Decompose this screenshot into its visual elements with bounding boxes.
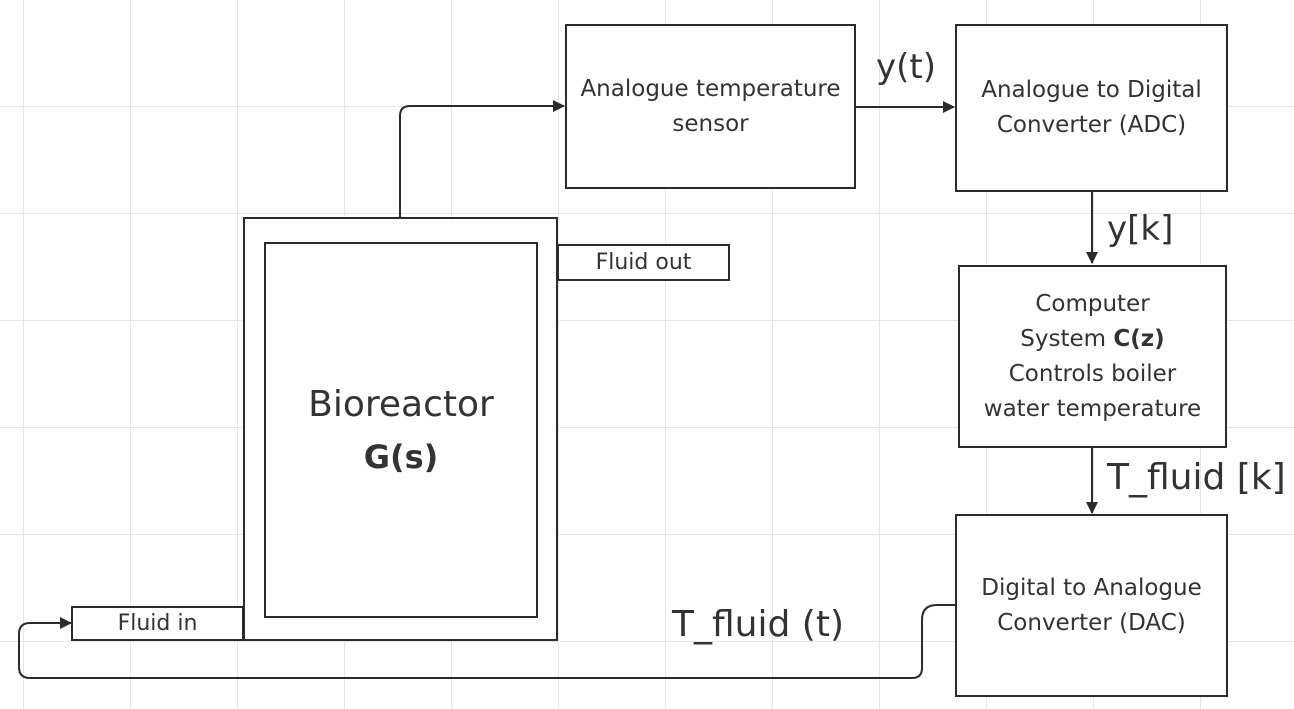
fluid-in-block[interactable]: Fluid in xyxy=(71,606,244,641)
bioreactor-title: Bioreactor xyxy=(308,384,494,425)
fluid-out-label: Fluid out xyxy=(595,249,692,275)
computer-block[interactable]: Computer System C(z) Controls boiler wat… xyxy=(958,265,1227,448)
computer-line-1: Computer xyxy=(1035,290,1150,317)
edge-bioreactor-to-sensor xyxy=(399,100,565,217)
fluid-out-block[interactable]: Fluid out xyxy=(557,244,730,281)
plant-transfer-function: G(s) xyxy=(363,438,439,476)
sensor-line-2: sensor xyxy=(672,110,749,137)
label-y-t: y(t) xyxy=(876,47,936,87)
fluid-in-label: Fluid in xyxy=(117,610,198,636)
dac-line-1: Digital to Analogue xyxy=(981,574,1202,601)
computer-line-2-prefix: System xyxy=(1020,325,1114,352)
adc-block[interactable]: Analogue to Digital Converter (ADC) xyxy=(955,24,1228,192)
controller-transfer-function: C(z) xyxy=(1113,325,1165,352)
bioreactor-block[interactable]: Bioreactor G(s) xyxy=(264,242,538,618)
label-y-k: y[k] xyxy=(1107,209,1174,249)
dac-line-2: Converter (DAC) xyxy=(997,609,1186,636)
edge-dac-to-fluid-in xyxy=(18,604,955,679)
adc-line-2: Converter (ADC) xyxy=(996,112,1187,138)
dac-block[interactable]: Digital to Analogue Converter (DAC) xyxy=(955,514,1228,697)
sensor-block[interactable]: Analogue temperature sensor xyxy=(565,24,856,189)
computer-line-3: Controls boiler xyxy=(1008,360,1177,387)
computer-line-4: water temperature xyxy=(983,395,1202,422)
sensor-line-1: Analogue temperature xyxy=(580,75,841,102)
label-t-fluid-k: T_fluid [k] xyxy=(1107,457,1286,498)
adc-line-1: Analogue to Digital xyxy=(981,77,1202,103)
computer-line-2: System C(z) xyxy=(984,322,1201,357)
label-t-fluid-t: T_fluid (t) xyxy=(672,604,844,645)
